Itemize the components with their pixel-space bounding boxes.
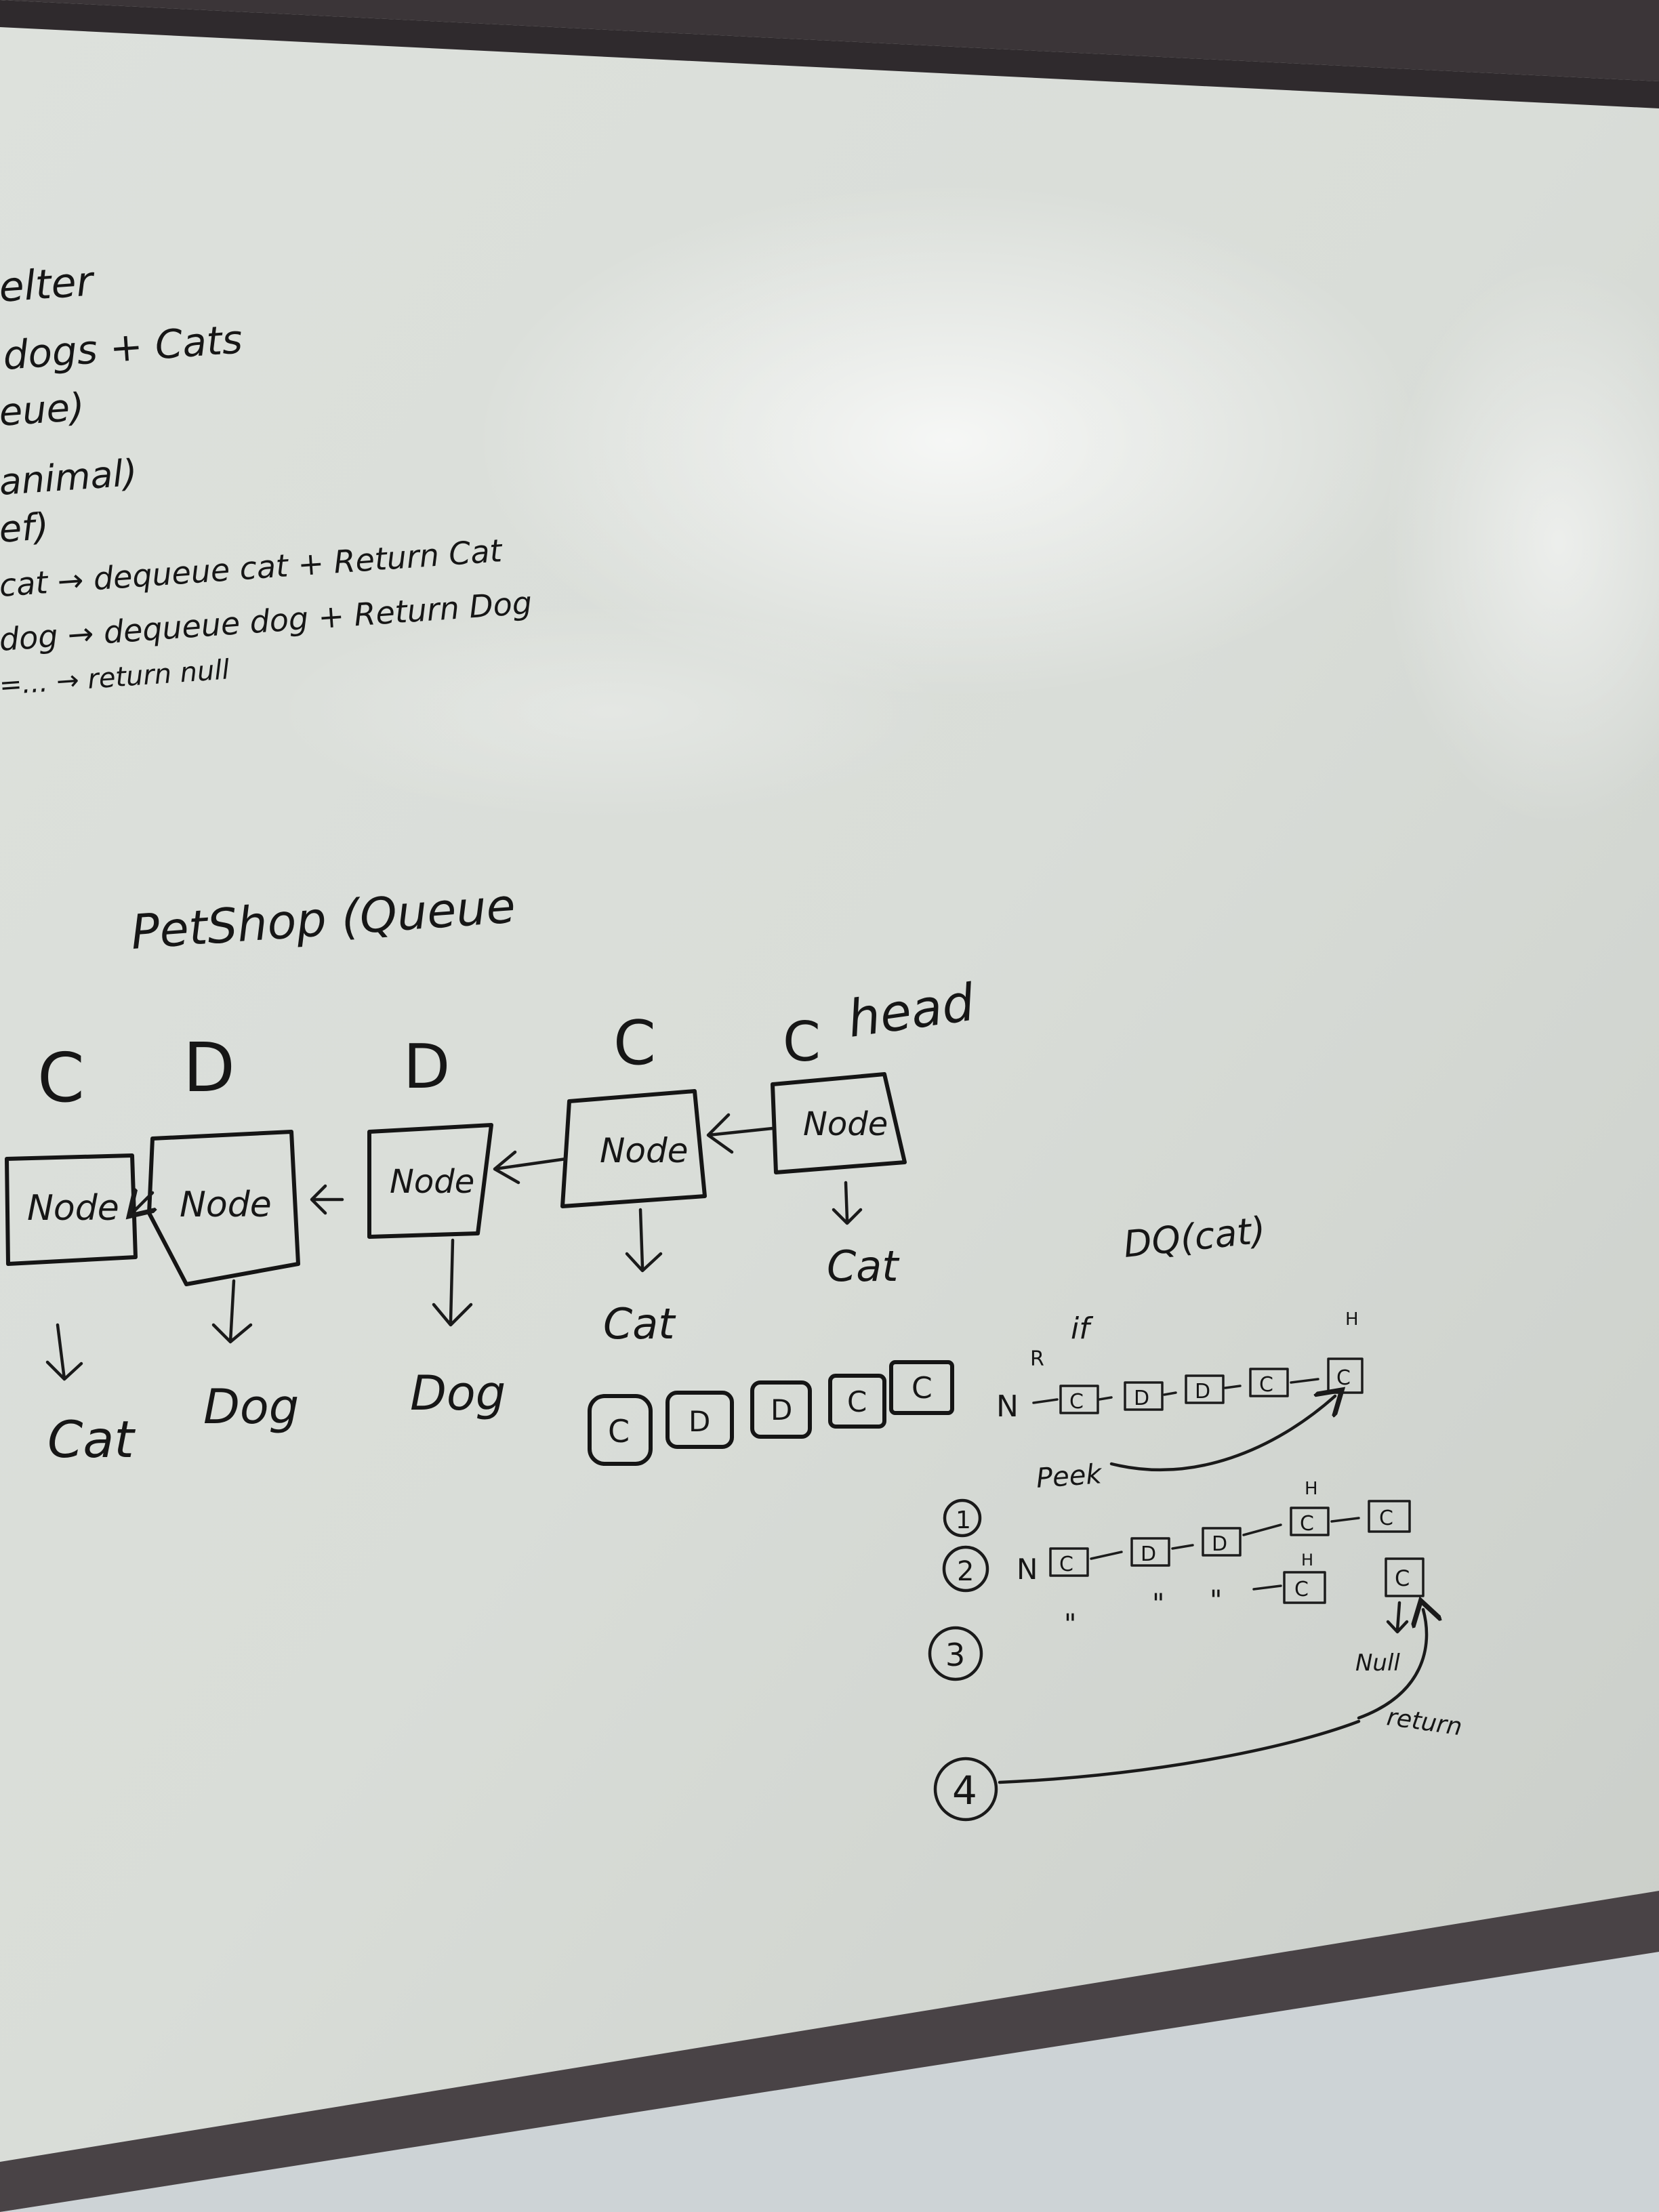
dq-row-1: C D D C C <box>1032 1357 1364 1414</box>
svg-text:C: C <box>1379 1507 1393 1530</box>
svg-text:": " <box>1152 1589 1164 1620</box>
svg-text:C: C <box>1259 1373 1273 1397</box>
value-arrow-5 <box>832 1181 863 1225</box>
peek-arrow <box>1109 1396 1335 1472</box>
null-marker-row2: N <box>1017 1553 1038 1586</box>
svg-text:C: C <box>1059 1553 1073 1576</box>
node-box-3 <box>367 1123 493 1239</box>
h-label-row3: H <box>1301 1551 1313 1570</box>
step-circle-3 <box>928 1626 983 1681</box>
node-label-2: Node <box>180 1185 272 1225</box>
note-line-4: animal) <box>0 451 139 504</box>
svg-text:C: C <box>1395 1565 1410 1591</box>
value-arrow-4 <box>625 1208 663 1273</box>
node-box-1 <box>5 1153 138 1266</box>
step-2: 2 <box>957 1556 974 1587</box>
value-arrow-2 <box>211 1279 253 1344</box>
node-value-1: Cat <box>47 1410 136 1469</box>
step-circle-1 <box>943 1498 982 1538</box>
queue-row: C D D C C <box>588 1360 954 1466</box>
note-line-1: elter <box>0 258 97 312</box>
step-3: 3 <box>945 1637 965 1673</box>
node-box-5 <box>771 1072 907 1174</box>
note-line-3: eue) <box>0 385 86 435</box>
queue-letter-1: C <box>608 1413 630 1450</box>
link-arrow-4-3 <box>493 1150 568 1185</box>
queue-box-4 <box>828 1374 886 1429</box>
link-arrow-5-4 <box>706 1113 775 1154</box>
r-label: R <box>1030 1347 1044 1371</box>
svg-text:C: C <box>1069 1390 1084 1414</box>
queue-letter-5: C <box>912 1371 933 1406</box>
h-label-row2: H <box>1305 1479 1318 1499</box>
h-label-top: H <box>1345 1309 1359 1330</box>
step4-line <box>998 1719 1361 1784</box>
link-arrow-3-2 <box>310 1184 344 1215</box>
step-circle-4 <box>933 1757 998 1822</box>
queue-letter-4: C <box>847 1385 867 1418</box>
node-label-5: Node <box>803 1105 888 1143</box>
svg-text:C: C <box>1300 1512 1314 1536</box>
node-type-2: D <box>183 1028 235 1107</box>
node-type-5: C <box>783 1010 821 1073</box>
node-box-4 <box>560 1089 707 1208</box>
queue-box-5 <box>889 1360 954 1415</box>
svg-text:C: C <box>1294 1578 1309 1601</box>
step-circle-2 <box>942 1545 989 1593</box>
node-value-4: Cat <box>603 1299 676 1349</box>
node-value-3: Dog <box>410 1366 506 1421</box>
notes-block: elter dogs + Cats eue) animal) ef) cat →… <box>0 258 533 701</box>
queue-box-2 <box>665 1391 734 1449</box>
null-label: Null <box>1355 1650 1400 1677</box>
queue-letter-3: D <box>771 1393 792 1427</box>
link-arrow-2-1 <box>136 1193 152 1210</box>
node-value-2: Dog <box>203 1379 299 1435</box>
svg-text:D: D <box>1134 1387 1149 1410</box>
node-label-3: Node <box>390 1163 474 1201</box>
queue-box-1 <box>588 1394 653 1466</box>
light-glare <box>271 183 1659 827</box>
peek-label: Peek <box>1035 1458 1103 1494</box>
svg-text:": " <box>1064 1609 1076 1640</box>
null-marker-row1: N <box>996 1389 1019 1424</box>
note-line-5: ef) <box>0 505 50 551</box>
svg-text:": " <box>1210 1585 1222 1616</box>
step-1: 1 <box>956 1507 971 1534</box>
queue-letter-2: D <box>689 1405 710 1438</box>
step-4: 4 <box>952 1767 977 1814</box>
dq-row-2: C D D C C <box>1049 1500 1411 1577</box>
svg-text:C: C <box>1336 1366 1351 1390</box>
node-label-1: Node <box>27 1188 119 1229</box>
node-label-4: Node <box>600 1131 689 1170</box>
node-type-1: C <box>37 1038 85 1118</box>
return-curve <box>1357 1610 1427 1720</box>
svg-text:D: D <box>1212 1532 1227 1556</box>
dq-row-3: " " " C C <box>1064 1557 1425 1640</box>
node-value-5: Cat <box>827 1242 900 1291</box>
value-arrow-1 <box>45 1323 83 1381</box>
queue-box-3 <box>750 1380 812 1439</box>
svg-text:D: D <box>1141 1542 1156 1566</box>
svg-text:D: D <box>1195 1380 1210 1404</box>
node-type-4: C <box>613 1008 656 1079</box>
value-arrow-3 <box>432 1238 473 1327</box>
node-type-3: D <box>403 1031 450 1103</box>
